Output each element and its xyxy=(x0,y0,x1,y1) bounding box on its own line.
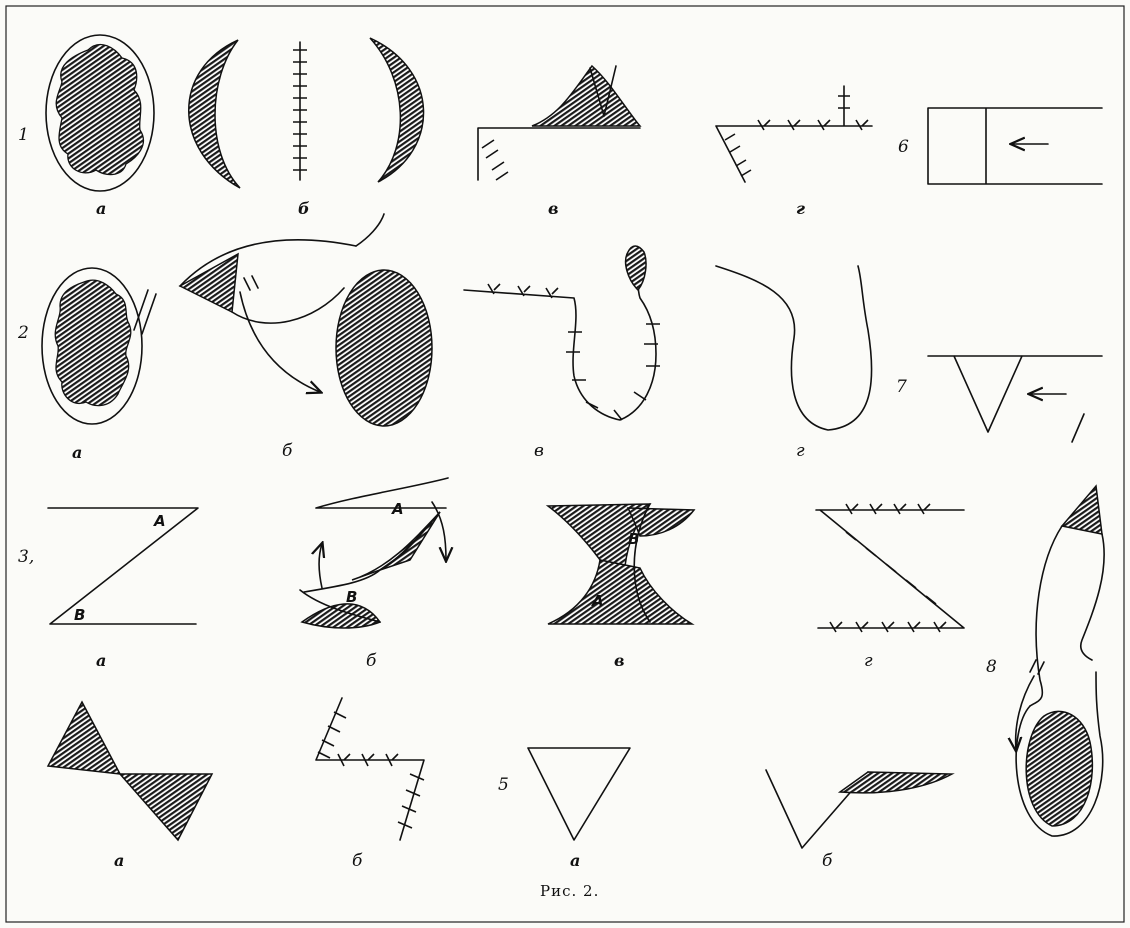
fig-2b-drawing xyxy=(180,214,432,426)
fig-5b-drawing xyxy=(766,770,952,848)
point-label-3a-A: A xyxy=(153,512,166,530)
point-label-3b-B: B xyxy=(346,588,357,606)
point-label-3b-A: A xyxy=(391,500,404,518)
label-1a: а xyxy=(96,199,106,218)
fig-4b-drawing xyxy=(316,698,424,840)
point-label-3v-A: A xyxy=(591,592,604,610)
fig-2v-drawing xyxy=(464,246,660,420)
row-number-5: 5 xyxy=(498,775,509,795)
fig-1v-drawing xyxy=(478,66,640,180)
label-3v: в xyxy=(614,651,625,670)
label-1b: б xyxy=(298,199,310,218)
label-3b: б xyxy=(366,651,377,671)
fig-2g-curve xyxy=(716,266,872,430)
fig-5a-triangle xyxy=(528,748,630,840)
fig-3b-drawing xyxy=(300,478,448,628)
fig-1b-right-crescent xyxy=(370,38,424,182)
label-4a: а xyxy=(114,851,124,870)
fig-1b-left-crescent xyxy=(189,40,240,188)
row-number-8: 8 xyxy=(986,657,997,677)
label-2g: г xyxy=(796,441,805,461)
label-4b: б xyxy=(352,851,363,871)
fig-6-drawing xyxy=(928,108,1102,184)
fig-7-drawing xyxy=(928,356,1102,442)
label-2b: б xyxy=(282,441,293,461)
fig-1a-wound xyxy=(56,45,143,175)
label-3g: г xyxy=(864,651,873,671)
label-2v: в xyxy=(534,441,544,461)
label-5a: а xyxy=(570,851,580,870)
row-number-7: 7 xyxy=(896,377,907,397)
fig-4a-lower-triangle xyxy=(120,774,212,840)
label-5b: б xyxy=(822,851,833,871)
fig-3g-drawing xyxy=(816,504,964,632)
label-1g: г xyxy=(796,199,805,218)
label-1v: в xyxy=(548,199,559,218)
row-number-2: 2 xyxy=(17,323,29,343)
figure-caption: Рис. 2. xyxy=(540,882,599,900)
fig-3a-z-plasty xyxy=(48,508,198,624)
row-number-1: 1 xyxy=(18,125,29,145)
label-2a: а xyxy=(72,443,82,462)
row-2-figures xyxy=(42,214,1102,442)
point-label-3a-B: B xyxy=(74,606,85,624)
point-label-3v-B: B xyxy=(628,530,639,548)
label-3a: а xyxy=(96,651,106,670)
fig-3v-drawing xyxy=(548,504,694,624)
fig-8-drawing xyxy=(1016,486,1105,836)
row-1-figures xyxy=(46,35,1102,191)
row-number-3: 3, xyxy=(18,547,34,567)
row-4-figures xyxy=(48,698,952,848)
fig-4a-upper-triangle xyxy=(48,702,120,774)
fig-1g-drawing xyxy=(716,86,872,182)
fig-2a-wound xyxy=(55,280,131,405)
row-number-6: 6 xyxy=(898,137,909,157)
